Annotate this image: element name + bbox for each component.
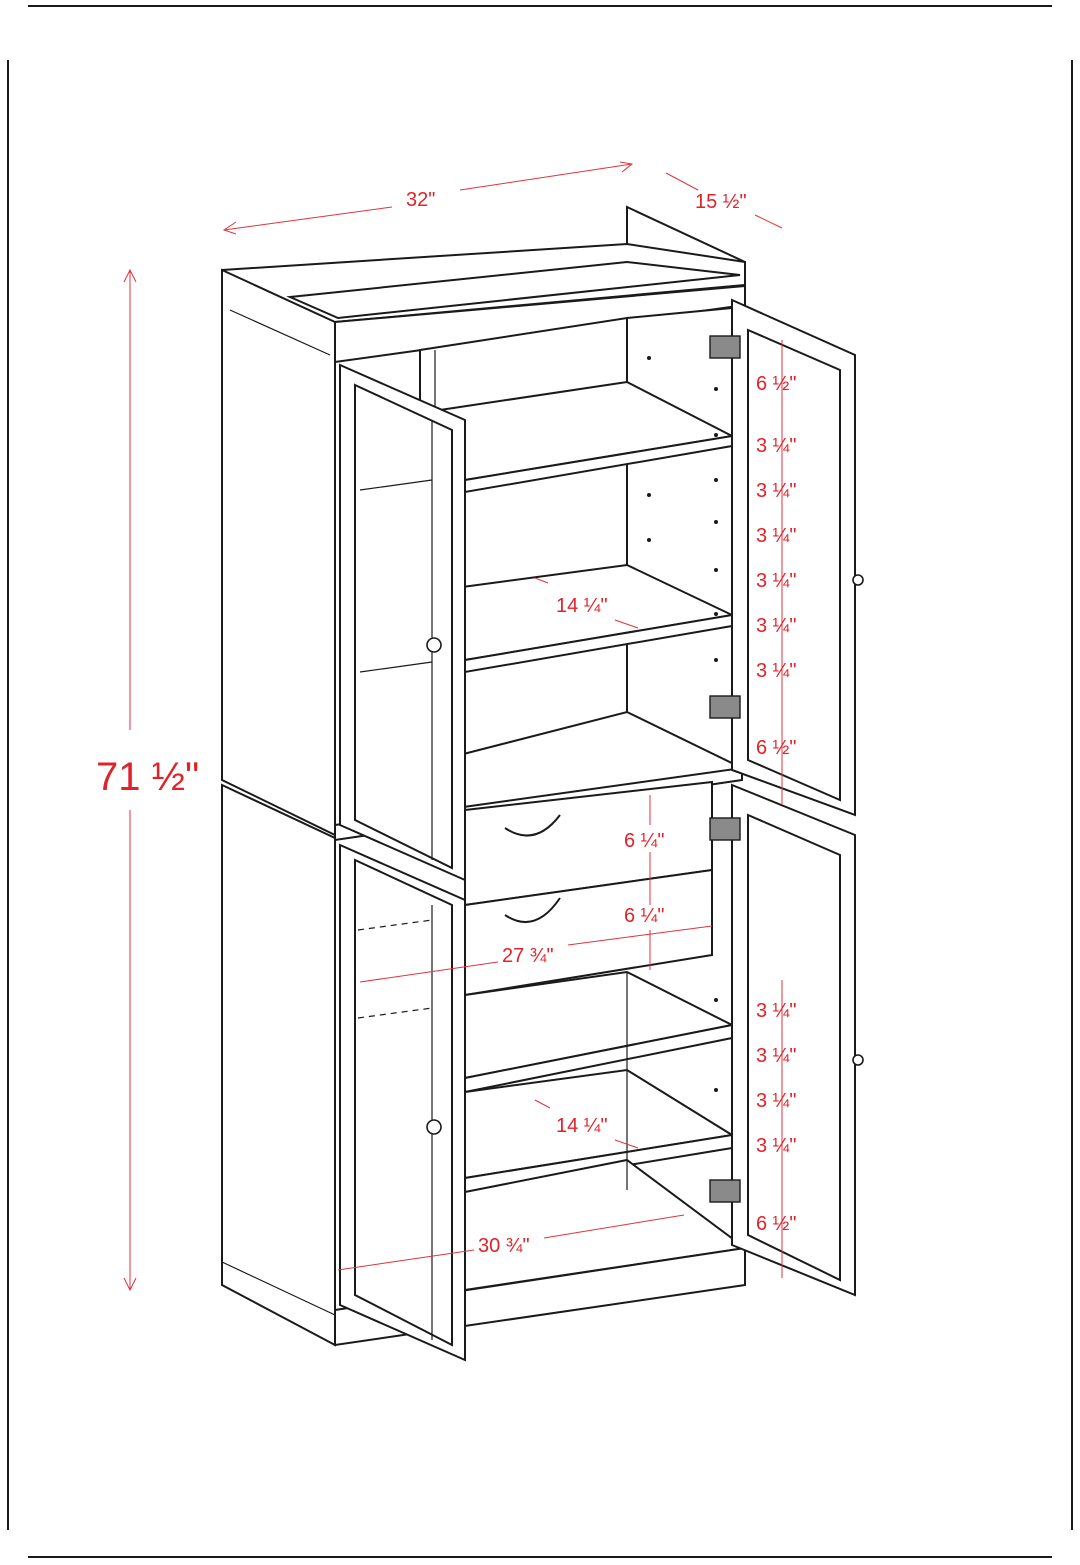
lower-right-door-panel: [747, 813, 841, 1282]
lower-spacing-label: 3 ¼": [756, 1135, 796, 1157]
upper-spacing-label: 3 ¼": [756, 435, 796, 457]
drawer-width-dim: [359, 961, 499, 983]
inner-width-dim: [337, 1249, 475, 1271]
upper-spacing-label: 3 ¼": [756, 570, 796, 592]
upper-spacing-label: 6 ½": [756, 373, 796, 395]
upper-spacing-label: 3 ¼": [756, 660, 796, 682]
arrow-icon: [619, 161, 634, 173]
shelf-depth-dim: [614, 1139, 639, 1149]
left-side-upper: [221, 268, 336, 837]
upper-spacing-label: 3 ¼": [756, 480, 796, 502]
upper-left-knob-icon: [426, 637, 442, 653]
upper-left-door-glass: [354, 383, 453, 870]
upper-spacing-label: 3 ¼": [756, 525, 796, 547]
height-label: 71 ½": [96, 755, 199, 799]
lower-spacing-label: 3 ¼": [756, 1090, 796, 1112]
lower-peg-holes: [714, 998, 718, 1092]
shelf-depth-dim: [534, 577, 549, 584]
depth-dim-line-left: [665, 172, 699, 191]
drawer-width-label: 27 ¾": [502, 945, 554, 967]
hinge-icon: [709, 817, 741, 841]
upper-spacing-label: 6 ½": [756, 737, 796, 759]
upper-right-knob-icon: [852, 574, 864, 586]
lower-shelf-depth-label: 14 ¼": [556, 1115, 608, 1137]
left-side-lower: [221, 783, 336, 1347]
shelf-depth-dim: [614, 619, 639, 629]
lower-spacing-label: 3 ¼": [756, 1000, 796, 1022]
upper-shelf-depth-label: 14 ¼": [556, 595, 608, 617]
glass-reflection-shelf-2: [359, 661, 433, 673]
inner-width-label: 30 ¾": [478, 1235, 530, 1257]
top-recess: [286, 260, 741, 320]
lower-left-knob-icon: [426, 1119, 442, 1135]
dimension-lines: [123, 161, 783, 1292]
hinge-icon: [709, 335, 741, 359]
depth-dim-line-right: [754, 214, 783, 229]
drawer-bottom-label: 6 ¼": [624, 905, 664, 927]
width-dim-line-right: [459, 163, 633, 191]
drawer-width-dim: [567, 925, 713, 946]
shelf-depth-dim: [534, 1099, 551, 1109]
lower-spacing-label: 3 ¼": [756, 1045, 796, 1067]
arrow-icon: [123, 268, 137, 283]
lower-left-door-panel: [354, 858, 453, 1347]
drawer-bottom-handle: [504, 897, 561, 923]
upper-right-door-glass: [747, 328, 841, 802]
hinge-icon: [709, 695, 741, 719]
width-label: 32": [406, 189, 435, 211]
arrow-icon: [123, 1277, 137, 1292]
side-edge-line: [229, 309, 331, 356]
lower-spacing-label: 6 ½": [756, 1213, 796, 1235]
arrow-icon: [222, 221, 237, 235]
hidden-drawer-line: [357, 919, 433, 931]
upper-spacing-label: 3 ¼": [756, 615, 796, 637]
cabinet-drawing: [221, 205, 864, 1362]
hinge-icon: [709, 1179, 741, 1203]
inner-width-dim: [543, 1214, 685, 1239]
depth-label: 15 ½": [695, 191, 747, 213]
upper-peg-holes: [647, 356, 718, 662]
width-dim-line-left: [223, 206, 393, 231]
hidden-drawer-line-2: [357, 1007, 433, 1019]
drawer-top-label: 6 ¼": [624, 830, 664, 852]
side-plinth-line: [221, 1261, 336, 1316]
glass-reflection-shelf: [359, 479, 433, 491]
lower-right-knob-icon: [852, 1054, 864, 1066]
drawer-top-handle: [504, 814, 561, 837]
